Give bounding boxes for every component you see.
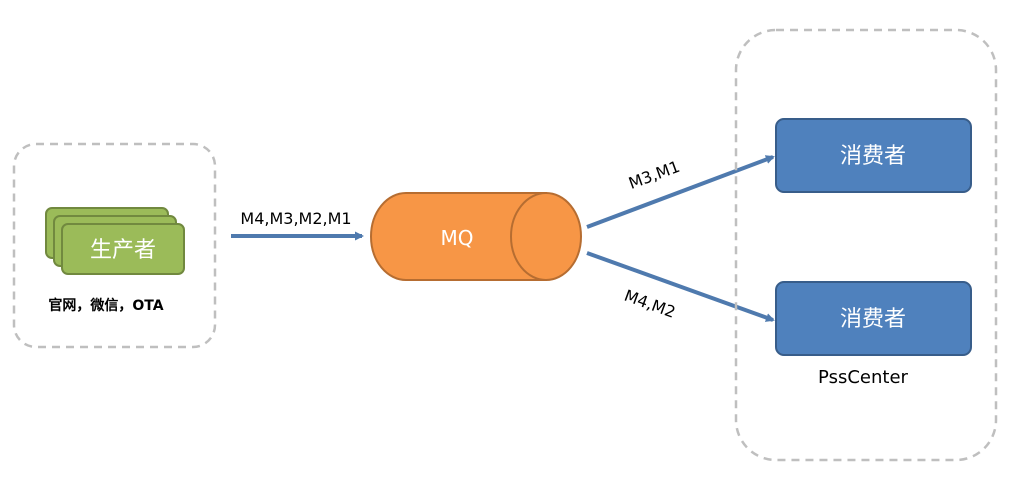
consumer-box-top[interactable] <box>775 118 972 193</box>
consumer-label-top: 消费者 <box>840 144 906 169</box>
producer-stack: 生产者 <box>45 207 185 275</box>
consumer-label-bottom: 消费者 <box>840 307 906 332</box>
producer-box[interactable] <box>61 223 185 275</box>
arrow-queue-to-consumer-bottom <box>586 251 775 322</box>
queue-label: MQ <box>441 226 474 250</box>
consumer-group-label: PssCenter <box>818 367 908 388</box>
producer-label: 生产者 <box>90 238 156 263</box>
edge-label-queue-to-consumer-top: M3,M1 <box>626 157 682 193</box>
arrow-queue-to-consumer-top <box>586 155 775 229</box>
consumer-box-bottom[interactable] <box>775 281 972 356</box>
edge-label-queue-to-consumer-bottom: M4,M2 <box>622 286 678 322</box>
producer-group <box>12 142 217 349</box>
edge-label-producer-to-queue: M4,M3,M2,M1 <box>240 209 351 228</box>
consumer-group <box>734 28 998 462</box>
producer-caption: 官网，微信，OTA <box>48 297 163 314</box>
queue-cylinder[interactable]: MQ <box>370 192 582 281</box>
